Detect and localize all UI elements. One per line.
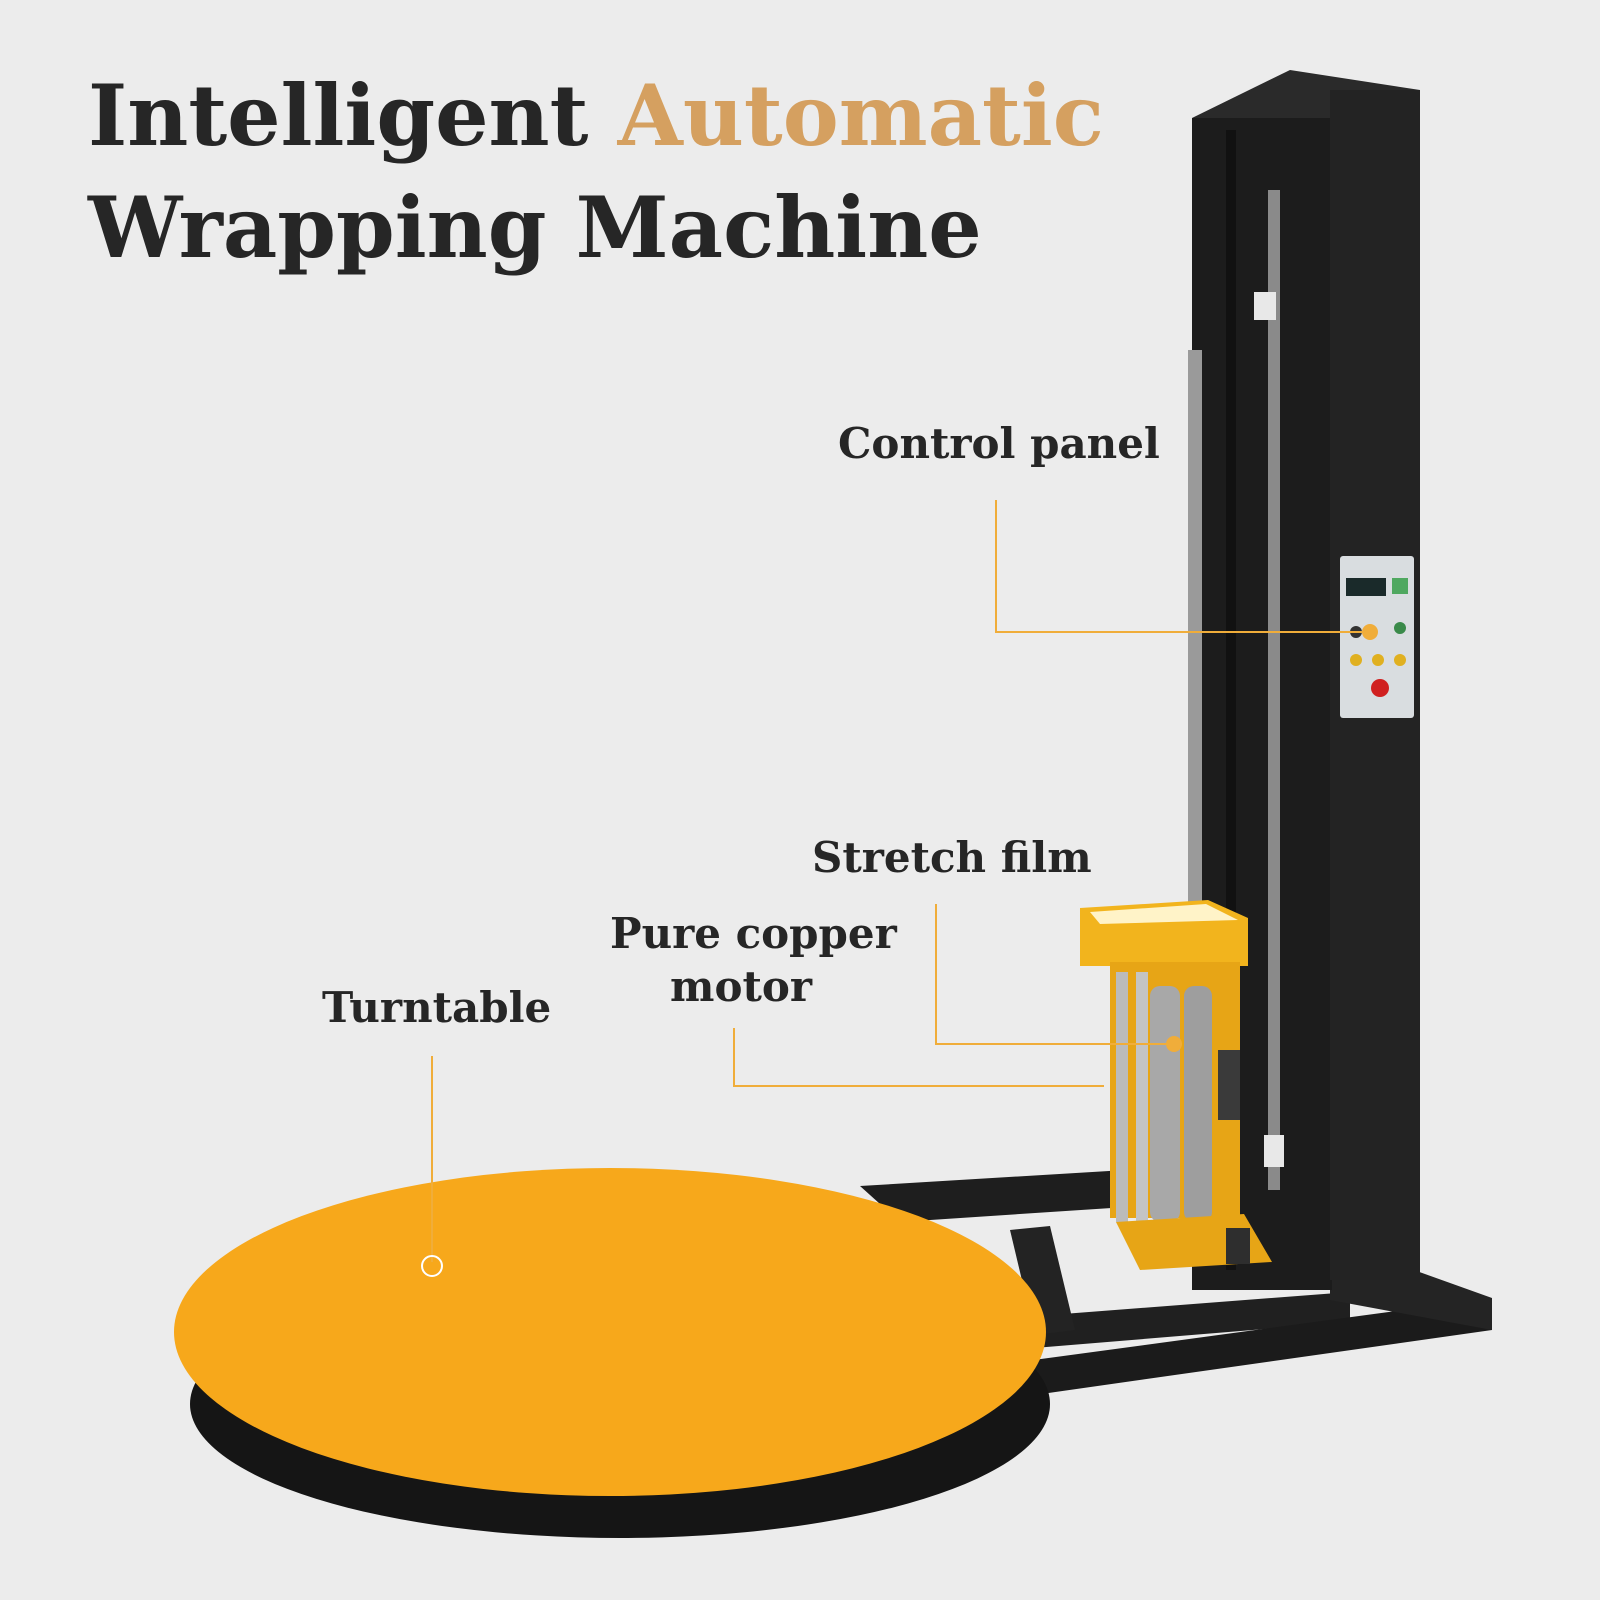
headline-line-1: Intelligent Automatic (88, 74, 1104, 158)
headline-line-2: Wrapping Machine (88, 178, 982, 277)
stretch-film-marker (1166, 1036, 1182, 1052)
control-panel-marker (1362, 624, 1378, 640)
callout-pure-copper-motor: Pure copper motor (610, 908, 897, 1013)
control-panel-leader (995, 500, 1368, 633)
callout-motor-line-1: Pure copper (610, 909, 897, 958)
leader-lines (431, 500, 1368, 1262)
callout-motor-line-2: motor (670, 961, 812, 1011)
callout-control-panel: Control panel (838, 419, 1160, 468)
stretch-film-leader (935, 904, 1172, 1045)
callout-stretch-film: Stretch film (812, 833, 1092, 882)
control-panel-device (1340, 556, 1414, 718)
callout-turntable: Turntable (322, 983, 552, 1032)
turntable-marker (421, 1255, 443, 1277)
turntable-platter (174, 1168, 1050, 1538)
headline-word-intelligent: Intelligent (88, 66, 589, 165)
motor-leader (733, 1028, 1104, 1087)
headline-word-automatic: Automatic (617, 66, 1104, 165)
